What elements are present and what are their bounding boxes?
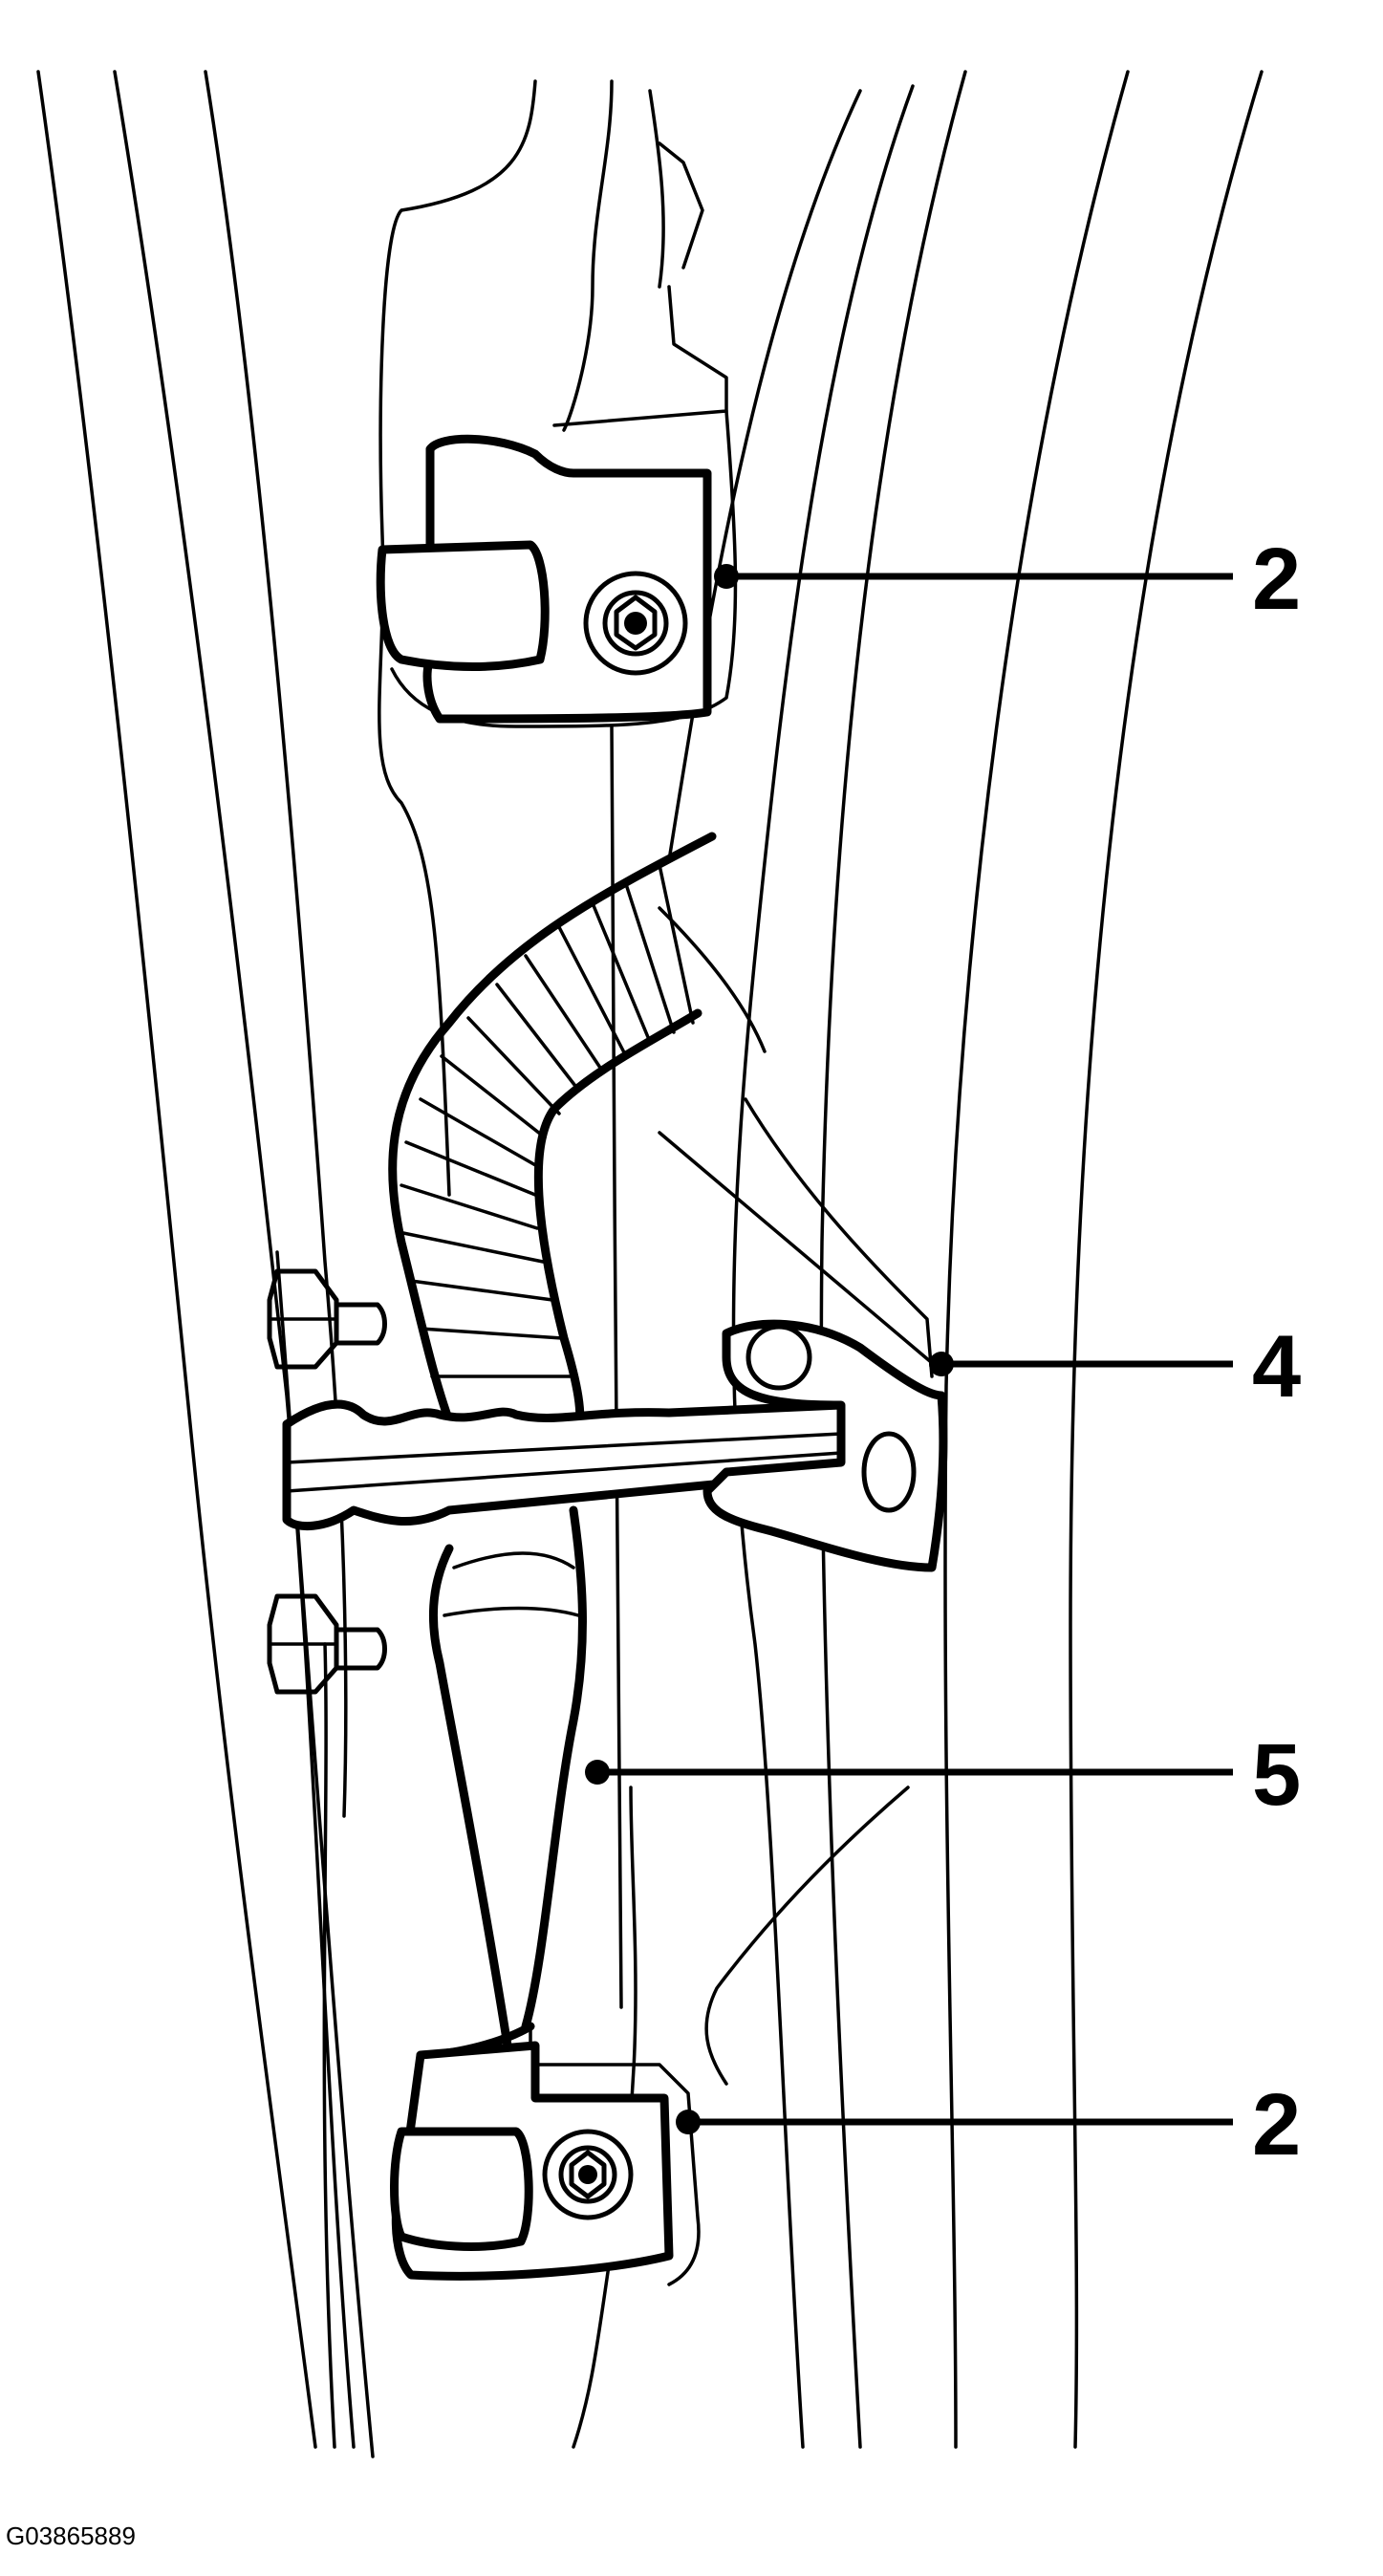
callout-2-lower-label: 2	[1252, 2076, 1301, 2174]
pillar-bolt-upper	[267, 1268, 387, 1370]
callout-2-upper-label: 2	[1252, 530, 1301, 628]
figure-id: G03865889	[6, 2522, 136, 2550]
callout-4-label: 4	[1252, 1318, 1301, 1416]
callout-2-upper: 2	[714, 530, 1301, 628]
door-contours	[658, 70, 1264, 2449]
door-check-strap	[282, 1319, 948, 1572]
callout-2-upper-dot	[714, 564, 739, 589]
pillar-bolts	[267, 1268, 387, 1695]
lower-hinge	[390, 2024, 701, 2286]
callout-4-dot	[929, 1352, 954, 1376]
callout-2-lower: 2	[676, 2076, 1301, 2174]
callout-5: 5	[585, 1726, 1301, 1824]
body-pillar-contours	[36, 70, 375, 2458]
pillar-bolt-lower	[267, 1593, 387, 1695]
callout-2-lower-dot	[676, 2110, 701, 2134]
callout-5-label: 5	[1252, 1726, 1301, 1824]
callout-4: 4	[929, 1318, 1301, 1416]
callout-5-dot	[585, 1760, 610, 1785]
upper-hinge	[376, 285, 738, 728]
